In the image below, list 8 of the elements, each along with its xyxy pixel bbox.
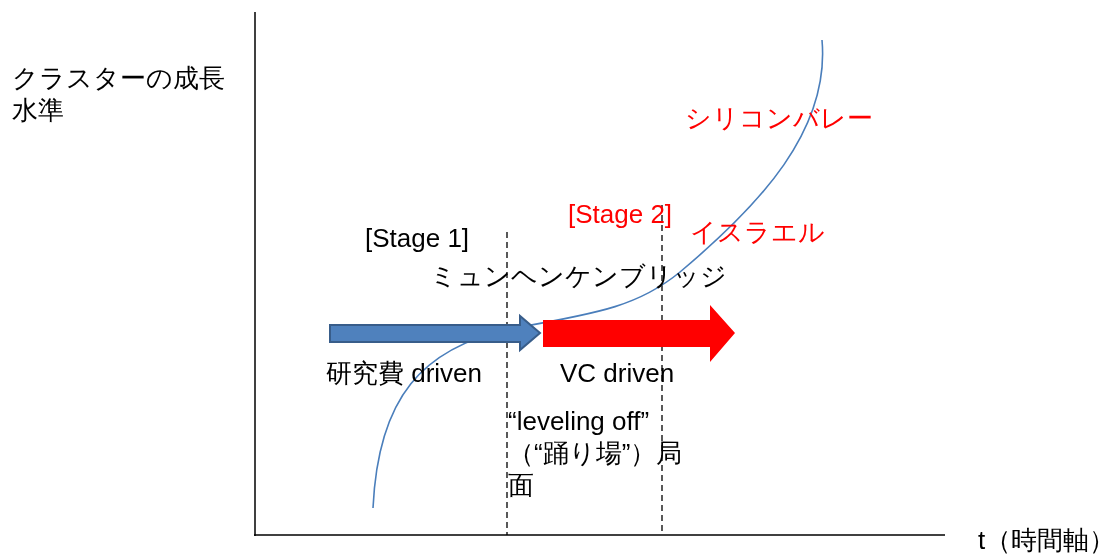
axis-label: クラスターの成長水準: [12, 62, 226, 126]
phase-label: VC driven: [560, 357, 675, 389]
stage-label: [Stage 1]: [365, 222, 470, 254]
phase-label: “leveling off” （“踊り場”）局面: [508, 405, 684, 501]
region-label: ミュンヘンケンブリッジ: [430, 260, 727, 292]
axis-label: t（時間軸）: [978, 524, 1116, 556]
region-label: イスラエル: [690, 216, 825, 248]
stage-label: [Stage 2]: [568, 198, 673, 230]
